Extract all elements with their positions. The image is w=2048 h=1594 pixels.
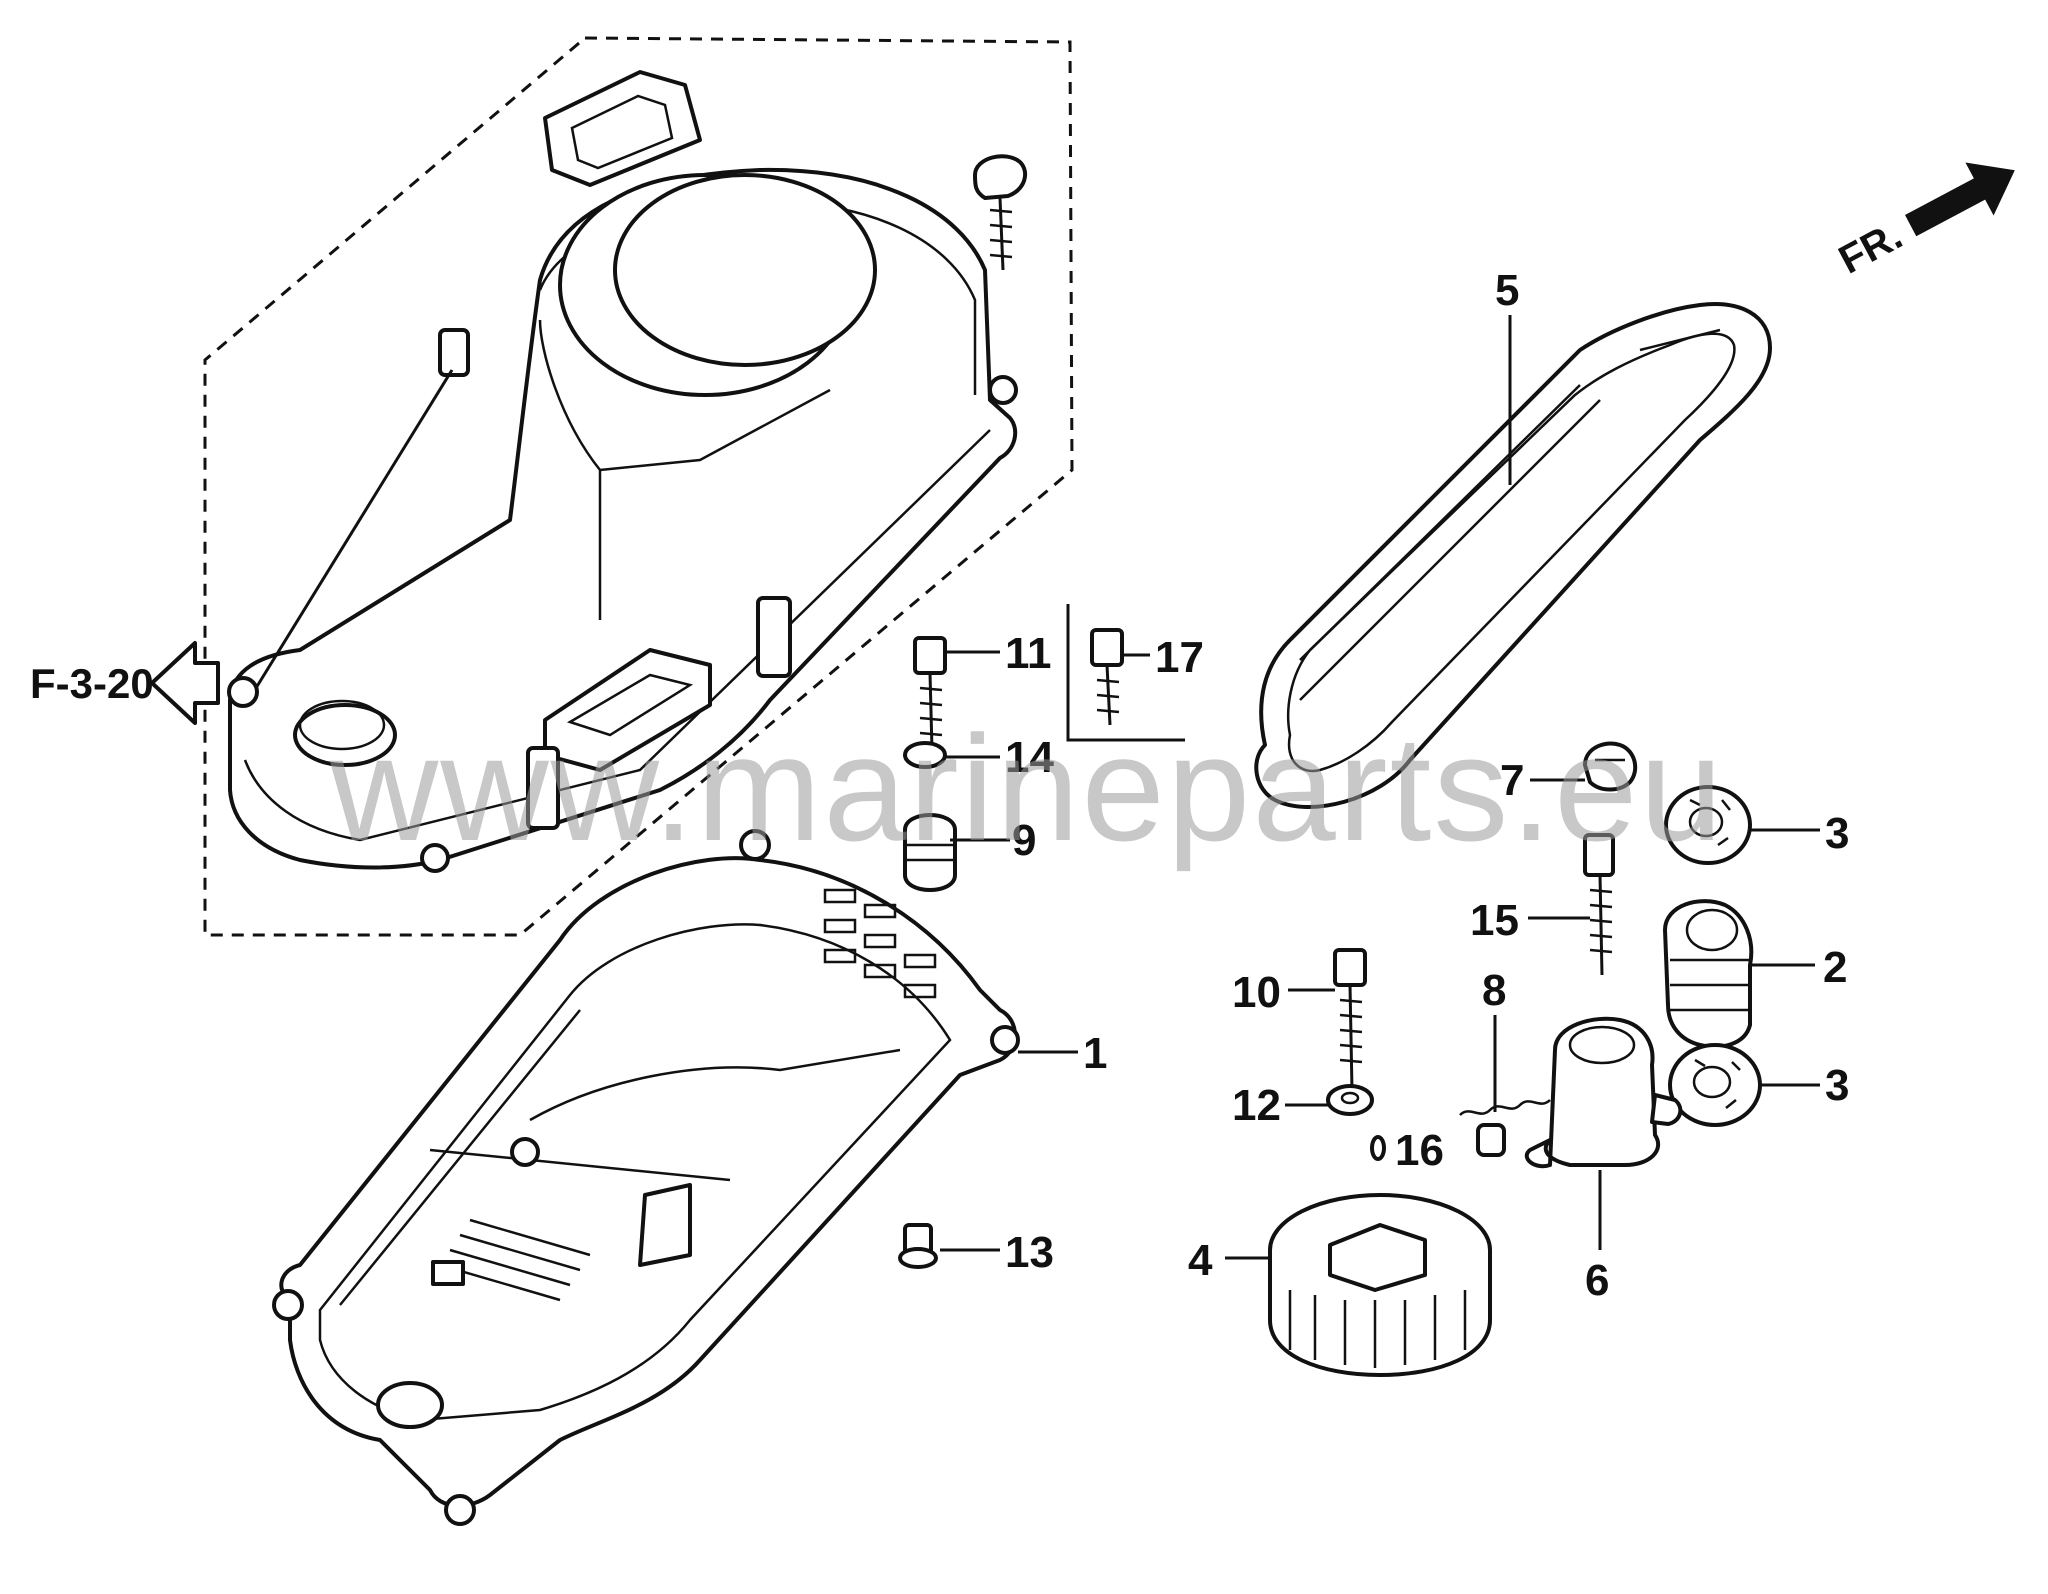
front-arrow: FR.: [1832, 162, 2015, 283]
callout-14: 14: [1005, 733, 1054, 782]
timing-belt: [1254, 302, 1772, 809]
callout-8: 8: [1482, 966, 1506, 1015]
callout-11: 11: [1005, 629, 1052, 678]
callout-3a: 3: [1825, 809, 1849, 858]
callout-9: 9: [1012, 816, 1036, 865]
tensioner-spring: [1459, 1099, 1551, 1157]
callouts: 1 2 3 3 4 5 6 7 8 9 10 11 12 13 14 15 16…: [1005, 266, 1849, 1305]
callout-5: 5: [1495, 266, 1519, 315]
washer-14: [903, 741, 947, 769]
bolt-10: [1333, 948, 1367, 1091]
cover-knob-screw: [973, 154, 1028, 271]
front-label: FR.: [1832, 213, 1910, 282]
callout-13: 13: [1005, 1228, 1054, 1277]
callout-15: 15: [1470, 896, 1519, 945]
bracket-17: [1066, 604, 1185, 742]
drive-pulley: [1268, 1193, 1492, 1377]
assembly-boundary-dashed: [203, 36, 1074, 937]
callout-12: 12: [1232, 1081, 1281, 1130]
pulley-flange-upper: [1664, 785, 1752, 865]
clip-16: [1370, 1135, 1386, 1161]
driven-sprocket: [1663, 899, 1754, 1049]
grommet-9: [903, 813, 957, 892]
callout-1: 1: [1083, 1029, 1107, 1078]
louver-grille: [823, 888, 937, 999]
washer-12: [1326, 1084, 1374, 1116]
pulley-flange-lower: [1668, 1043, 1762, 1127]
callout-17: 17: [1155, 633, 1204, 682]
reference-arrow: F-3-20: [30, 641, 220, 725]
callout-4: 4: [1188, 1236, 1213, 1285]
callout-16: 16: [1395, 1126, 1444, 1175]
leader-lines: [940, 315, 1820, 1260]
reference-label: F-3-20: [30, 660, 154, 707]
nut-7: [1583, 741, 1638, 792]
bolt-11: [913, 636, 947, 751]
callout-6: 6: [1585, 1256, 1609, 1305]
bolt-13: [898, 1223, 938, 1269]
watermark: www.marineparts.eu: [329, 704, 1725, 872]
callout-2: 2: [1823, 943, 1847, 992]
callout-3b: 3: [1825, 1061, 1849, 1110]
lower-cover: [272, 829, 1020, 1526]
bolt-17: [1090, 628, 1124, 726]
cover-gasket: [543, 70, 702, 187]
upper-cover: [227, 167, 1018, 873]
bolt-15: [1583, 833, 1615, 976]
tensioner-housing: [1524, 1016, 1683, 1169]
callout-7: 7: [1500, 756, 1524, 805]
callout-10: 10: [1232, 968, 1281, 1017]
